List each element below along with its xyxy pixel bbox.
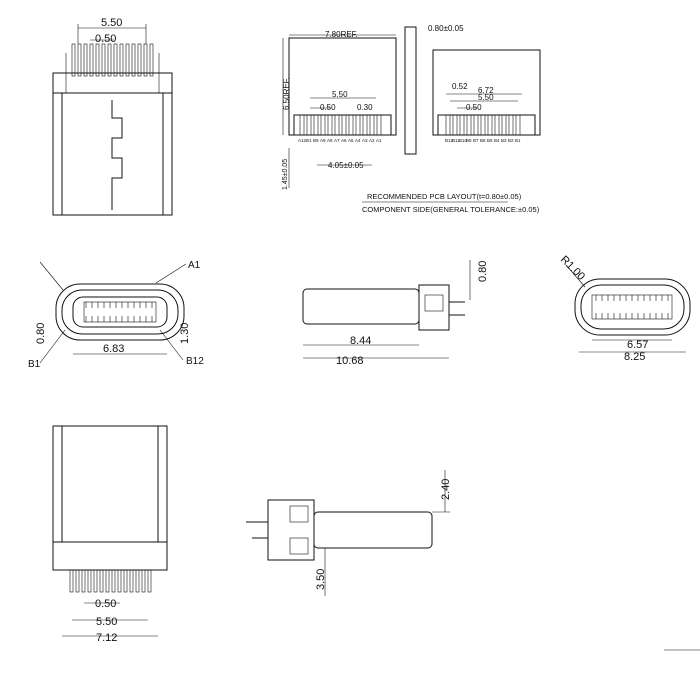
dim-bottom-span: 5.50 bbox=[96, 616, 117, 628]
dim-row: 1.45±0.05 bbox=[282, 159, 289, 190]
svg-text:B1: B1 bbox=[515, 138, 521, 143]
dim-shell-outer: 8.25 bbox=[624, 351, 645, 363]
note-line-1: RECOMMENDED PCB LAYOUT(t=0.80±0.05) bbox=[367, 192, 522, 201]
dim-radius: R1.00 bbox=[558, 254, 587, 283]
view-side-bottom: 2.40 3.50 bbox=[246, 470, 452, 596]
dim-bottom-total: 7.12 bbox=[96, 632, 117, 644]
note-line-2: COMPONENT SIDE(GENERAL TOLERANCE:±0.05) bbox=[362, 205, 540, 214]
dim-pad: 0.30 bbox=[357, 103, 373, 112]
svg-text:B1: B1 bbox=[306, 138, 312, 143]
dim-pitch-span: 5.50 bbox=[101, 17, 122, 29]
view-front-face: A1 B1 B12 6.83 0.80 1.30 bbox=[28, 260, 204, 370]
pad-row-a bbox=[299, 114, 382, 136]
view-pcb-layout: 7.80REF. 6.50REF. 5.50 0.50 0.30 A12 B1 … bbox=[282, 24, 541, 214]
svg-text:B3: B3 bbox=[501, 138, 507, 143]
dim-pitch2: 0.50 bbox=[466, 103, 482, 112]
dim-span2: 6.72 bbox=[478, 86, 494, 95]
pin-labels-a: A12 B1 B9 A9 A8 A7 A6 A5 A4 A3 A2 A1 bbox=[298, 138, 382, 143]
dim-shell-inner: 6.57 bbox=[627, 339, 648, 351]
label-b1: B1 bbox=[28, 359, 41, 370]
dim-ref-width: 7.80REF. bbox=[325, 30, 358, 39]
dim-center: 4.05±0.05 bbox=[328, 161, 364, 170]
svg-text:A1: A1 bbox=[376, 138, 382, 143]
label-a1: A1 bbox=[188, 260, 201, 271]
dim-height: 2.40 bbox=[440, 479, 452, 500]
svg-text:B7: B7 bbox=[473, 138, 479, 143]
dim-span3: 5.50 bbox=[478, 93, 494, 102]
dim-offset: 0.52 bbox=[452, 82, 468, 91]
svg-text:B12: B12 bbox=[445, 138, 454, 143]
dim-front-left: 0.80 bbox=[35, 323, 47, 344]
dim-side-long: 10.68 bbox=[336, 355, 364, 367]
bottom-pins bbox=[69, 569, 152, 593]
dim-span: 5.50 bbox=[332, 90, 348, 99]
svg-text:B9: B9 bbox=[313, 138, 319, 143]
pad-row-b bbox=[445, 114, 521, 136]
svg-text:B10: B10 bbox=[459, 138, 468, 143]
svg-text:A7: A7 bbox=[334, 138, 340, 143]
view-bottom: 0.50 5.50 7.12 bbox=[52, 425, 168, 644]
view-shell-front: R1.00 6.57 8.25 bbox=[558, 254, 691, 363]
top-pins bbox=[71, 43, 154, 77]
svg-text:A4: A4 bbox=[355, 138, 361, 143]
svg-text:B6: B6 bbox=[480, 138, 486, 143]
svg-text:A2: A2 bbox=[369, 138, 375, 143]
svg-text:A12: A12 bbox=[298, 138, 307, 143]
dim-ref-height: 6.50REF. bbox=[282, 77, 291, 110]
dim-bottom-pitch: 0.50 bbox=[95, 598, 116, 610]
pin-labels-b: B12 B11 B10 B8 B7 B6 B5 B4 B3 B2 B1 bbox=[445, 138, 521, 143]
dim-pitch-pcb: 0.50 bbox=[320, 103, 336, 112]
dim-pitch: 0.50 bbox=[95, 33, 116, 45]
svg-text:A3: A3 bbox=[362, 138, 368, 143]
dim-thickness: 0.80±0.05 bbox=[428, 24, 464, 33]
dim-front-width: 6.83 bbox=[103, 343, 124, 355]
view-side: 8.44 10.68 0.80 bbox=[302, 260, 489, 367]
dim-side-thick: 0.80 bbox=[477, 261, 489, 282]
svg-text:B11: B11 bbox=[452, 138, 460, 143]
svg-text:B5: B5 bbox=[487, 138, 493, 143]
svg-text:A8: A8 bbox=[327, 138, 333, 143]
svg-text:B2: B2 bbox=[508, 138, 514, 143]
view-top-front: 5.50 0.50 bbox=[52, 17, 173, 216]
svg-text:B8: B8 bbox=[466, 138, 472, 143]
svg-text:A6: A6 bbox=[341, 138, 347, 143]
label-b12: B12 bbox=[186, 356, 204, 367]
svg-text:A9: A9 bbox=[320, 138, 326, 143]
dim-side-short: 8.44 bbox=[350, 335, 371, 347]
dim-depth: 3.50 bbox=[315, 569, 327, 590]
svg-text:A5: A5 bbox=[348, 138, 354, 143]
svg-text:B4: B4 bbox=[494, 138, 500, 143]
dim-front-right: 1.30 bbox=[179, 323, 191, 344]
